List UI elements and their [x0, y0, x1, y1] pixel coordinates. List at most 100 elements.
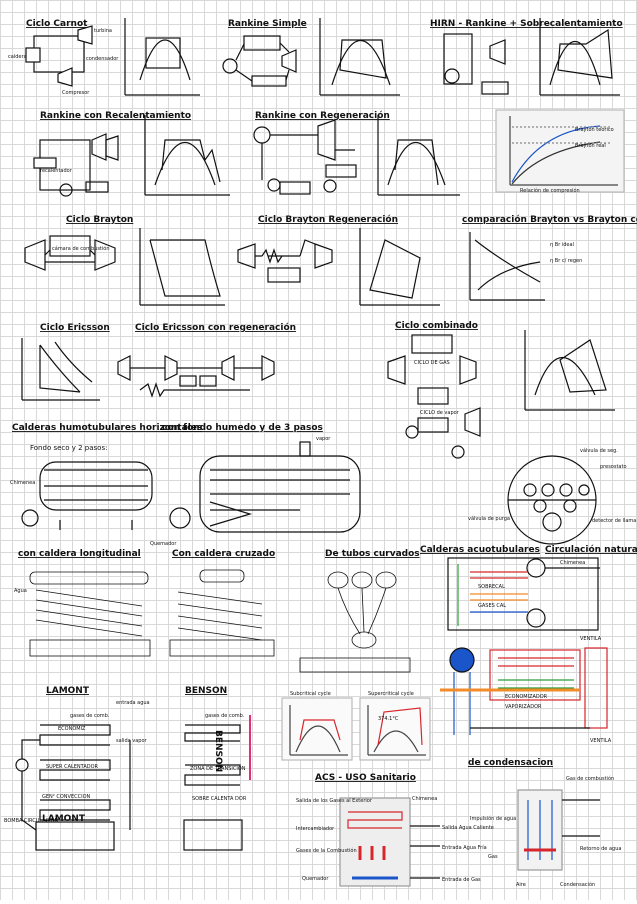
label-chimenea-1: Chimenea: [10, 480, 35, 486]
label-entrada-agua-lamont: entrada agua: [116, 700, 150, 706]
label-sobre-calenta: SOBRE CALENTA DOR: [192, 796, 247, 802]
brayton-pv: [139, 228, 225, 306]
title-lamont: LAMONT: [46, 686, 90, 696]
boiler-3-pass: [169, 441, 361, 533]
label-lamont-word: LAMONT: [42, 814, 86, 824]
label-economiz: ECONOMIZ: [58, 726, 86, 732]
label-supercritical: Supercritical cycle: [368, 691, 414, 697]
title-circulacion: Circulación natural: [545, 544, 637, 555]
label-subcritical: Subcritical cycle: [290, 691, 331, 697]
caldera-tubos-curvados: [299, 571, 411, 673]
combinado-ts: [524, 330, 615, 411]
supercritical-chart: [359, 697, 431, 761]
label-camara-brayton: cámara de combustión: [52, 245, 110, 252]
label-n-regen: η Br c/ regen: [550, 258, 582, 264]
label-entrada-agua-fria: Entrada Agua Fría: [442, 844, 487, 851]
rankine-recal-schematic: [33, 133, 119, 197]
carnot-schematic: [25, 25, 93, 87]
label-aire: Aire: [516, 882, 526, 888]
carnot-ts-diagram: [124, 18, 200, 96]
label-chimenea-acs: Chimenea: [412, 796, 437, 802]
title-ericsson-regen: Ciclo Ericsson con regeneración: [135, 322, 296, 333]
label-salida-gases: Salida de los Gases al Exterior: [296, 798, 373, 804]
label-quemador-1: Quemador: [150, 541, 177, 547]
boiler-2-pass: [21, 461, 153, 530]
rankine-regen-schematic: [253, 119, 357, 195]
label-super-calentador: SUPER CALENTADOR: [46, 764, 99, 770]
label-salida-vapor-lamont: salida vapor: [116, 738, 148, 744]
label-recalentador: recalentador: [40, 168, 73, 174]
title-benson: BENSON: [185, 686, 227, 696]
title-acuotubulares: Calderas acuotubulares: [420, 545, 540, 555]
subcritical-chart: [281, 697, 353, 761]
label-ventila-1: VENTILA: [580, 636, 602, 642]
title-rankine-recal: Rankine con Recalentamiento: [40, 111, 191, 121]
label-sobrecal: SOBRECAL: [478, 584, 505, 590]
title-ericsson: Ciclo Ericsson: [40, 323, 110, 333]
label-entrada-gas: Entrada de Gas: [442, 877, 481, 883]
brayton-regen-ts: [359, 228, 440, 306]
label-gases-cal: GASES CAL: [478, 603, 506, 609]
comparacion-chart: [469, 232, 545, 301]
label-gas-combustion: Gas de combustión: [566, 775, 614, 782]
title-hirn: HIRN - Rankine + Sobrecalentamiento: [430, 19, 623, 29]
rankine-recal-ts: [144, 115, 230, 196]
caldera-cruzado: [169, 569, 275, 657]
title-fondo-humedo: con fondo humedo y de 3 pasos: [162, 423, 323, 433]
caldera-longitudinal: [29, 571, 151, 657]
label-quemador-acs: Quemador: [302, 876, 329, 882]
label-ciclo-gas: CICLO DE GAS: [414, 360, 450, 366]
label-intercambiador: Intercambiador: [296, 826, 335, 832]
label-detector: detector de llama: [592, 518, 636, 524]
title-comparacion: comparación Brayton vs Brayton con regen: [462, 214, 637, 225]
ericsson-regen-schematic: [117, 355, 275, 398]
brayton-regen-schematic: [237, 239, 333, 283]
label-brayton-real: Brayton real: [575, 143, 606, 149]
title-humotubulares: Calderas humotubulares horizontales: [12, 423, 202, 433]
label-gases-comb-lamont: gases de comb.: [70, 713, 110, 719]
benson-drawing: [183, 715, 251, 851]
condensacion-boiler: [517, 789, 600, 871]
label-valv-purga: válvula de purga: [468, 515, 510, 522]
title-rankine-simple: Rankine Simple: [228, 19, 307, 29]
ericsson-ts: [21, 338, 100, 401]
acs-boiler: [339, 797, 440, 887]
label-ciclo-vapor: CICLO de vapor: [420, 410, 460, 416]
label-economizador: ECONOMIZADOR: [505, 694, 548, 700]
label-retorno: Retorno de agua: [580, 846, 621, 852]
brayton-schematic: [24, 235, 116, 271]
title-brayton: Ciclo Brayton: [66, 215, 133, 225]
brayton-efficiency-chart: [495, 109, 625, 193]
label-ventila-2: VENTILA: [590, 738, 612, 744]
label-vaporizador: VAPORIZADOR: [505, 704, 542, 710]
label-valv-seg: válvula de seg.: [580, 447, 618, 454]
label-salida-vapor-3p: vapor: [316, 436, 331, 442]
rankine-regen-ts: [377, 115, 460, 196]
label-impulsion: Impulsión de agua: [470, 815, 516, 822]
combinado-schematic: [387, 334, 481, 459]
title-combinado: Ciclo combinado: [395, 321, 478, 331]
label-n-ideal: η Br ideal: [550, 242, 574, 248]
label-chimenea-2: Chimenea: [560, 560, 585, 566]
label-presostato: presostato: [600, 464, 627, 470]
label-caldera: caldera: [8, 54, 27, 60]
label-turbina: turbina: [94, 28, 112, 34]
label-bomba-circ: BOMBA CIRCULACION: [4, 818, 59, 824]
title-hogar-cruzado: Con caldera cruzado: [172, 549, 275, 559]
circulacion-color-drawing: [440, 647, 608, 735]
label-agua-long: Agua: [14, 588, 27, 594]
acuotubular-color-drawing: [447, 557, 600, 631]
label-gas: Gas: [488, 854, 498, 860]
hirn-ts: [539, 18, 620, 96]
label-condensador: condensador: [86, 56, 119, 62]
label-compresor: Compresor: [62, 90, 90, 96]
lamont-drawing: [15, 724, 131, 851]
title-hogar-long: con caldera longitudinal: [18, 549, 141, 559]
title-rankine-regen: Rankine con Regeneración: [255, 110, 390, 121]
label-brayton-teorico: Brayton teórico: [575, 126, 614, 133]
title-acs: ACS - USO Sanitario: [315, 773, 416, 783]
rankine-simple-ts: [319, 18, 400, 96]
title-condensacion: de condensacion: [468, 758, 553, 768]
title-brayton-regen: Ciclo Brayton Regeneración: [258, 214, 398, 225]
